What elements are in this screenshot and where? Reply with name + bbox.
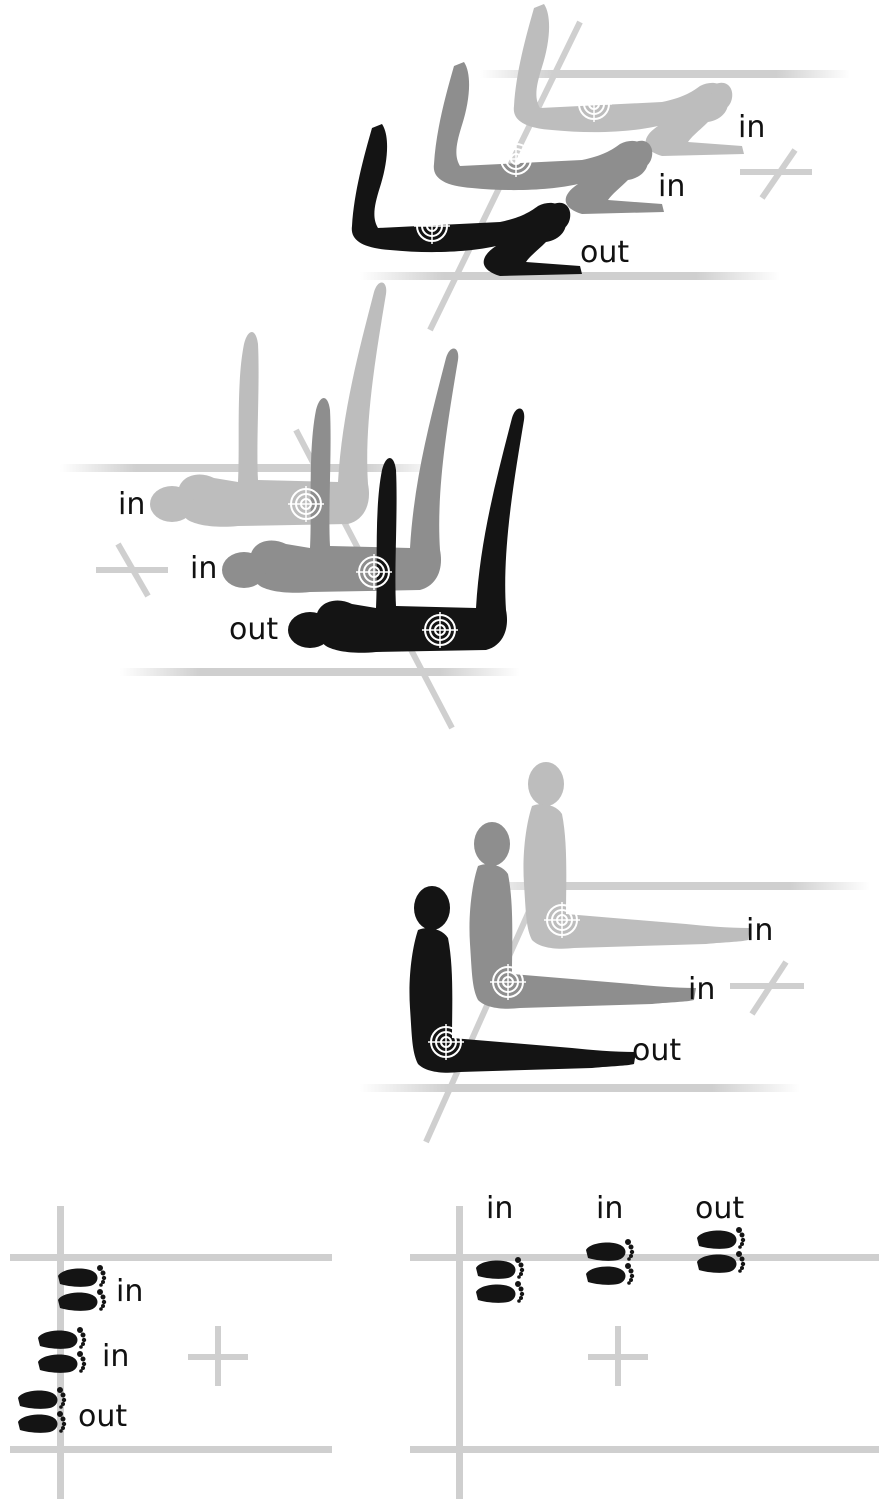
panel-top-view-lying: in in out — [60, 282, 524, 728]
footprints-icon — [697, 1227, 745, 1273]
panel-feet-horizontal: in in out — [410, 1191, 879, 1499]
label-out: out — [632, 1033, 681, 1068]
label-in-1: in — [738, 110, 765, 145]
label-in-2: in — [596, 1191, 623, 1226]
label-in-1: in — [486, 1191, 513, 1226]
label-out: out — [580, 235, 629, 270]
label-out: out — [229, 612, 278, 647]
figure-lying-light — [514, 4, 744, 156]
figure-top-light — [150, 282, 386, 526]
label-in-2: in — [658, 169, 685, 204]
label-in-2: in — [190, 551, 217, 586]
panel-feet-vertical: in in out — [10, 1206, 332, 1499]
footprints-icon — [586, 1239, 634, 1285]
label-in-1: in — [746, 913, 773, 948]
guide-lines — [10, 1206, 332, 1499]
label-in-2: in — [688, 972, 715, 1007]
label-in-1: in — [118, 487, 145, 522]
panel-side-view-lying: in in out — [352, 4, 850, 330]
footprints-icon — [58, 1265, 106, 1311]
label-in-2: in — [102, 1339, 129, 1374]
label-out: out — [695, 1191, 744, 1226]
label-in-1: in — [116, 1274, 143, 1309]
guide-lines — [410, 1206, 879, 1499]
panel-side-view-sitting: in in out — [360, 762, 870, 1142]
label-out: out — [78, 1399, 127, 1434]
footprints-icon — [476, 1257, 524, 1303]
